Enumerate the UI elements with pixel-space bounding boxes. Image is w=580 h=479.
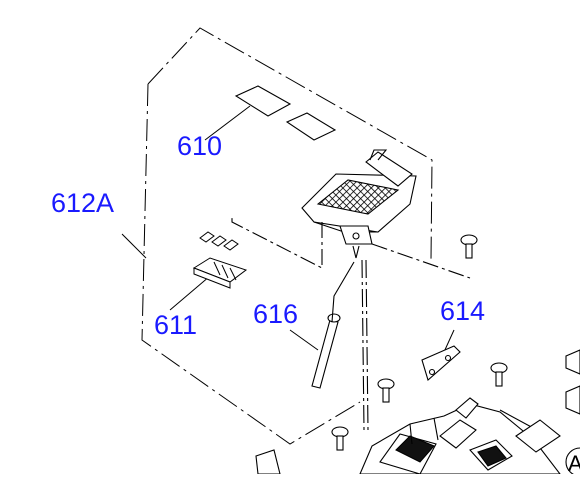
part-614-bracket xyxy=(421,345,461,381)
edge-parts xyxy=(255,349,580,477)
callout-a-marker: A xyxy=(568,451,580,476)
part-610-labels xyxy=(234,85,337,141)
screw-top-right xyxy=(460,234,478,259)
screw-bottom xyxy=(331,426,349,451)
screw-right xyxy=(490,362,508,387)
assembly-outline-612a xyxy=(141,27,433,445)
callout-614: 614 xyxy=(440,296,486,326)
leader-lines xyxy=(121,105,455,353)
screw-middle xyxy=(377,378,395,403)
callout-612a: 612A xyxy=(51,188,115,218)
callout-611: 611 xyxy=(154,310,198,340)
part-616-tube xyxy=(311,261,355,389)
part-611-pads xyxy=(192,231,248,289)
screws xyxy=(331,234,508,451)
base-mechanism xyxy=(359,397,562,475)
waste-ink-pad-assembly xyxy=(231,149,471,431)
callout-610: 610 xyxy=(177,131,223,161)
callout-616: 616 xyxy=(253,299,299,329)
